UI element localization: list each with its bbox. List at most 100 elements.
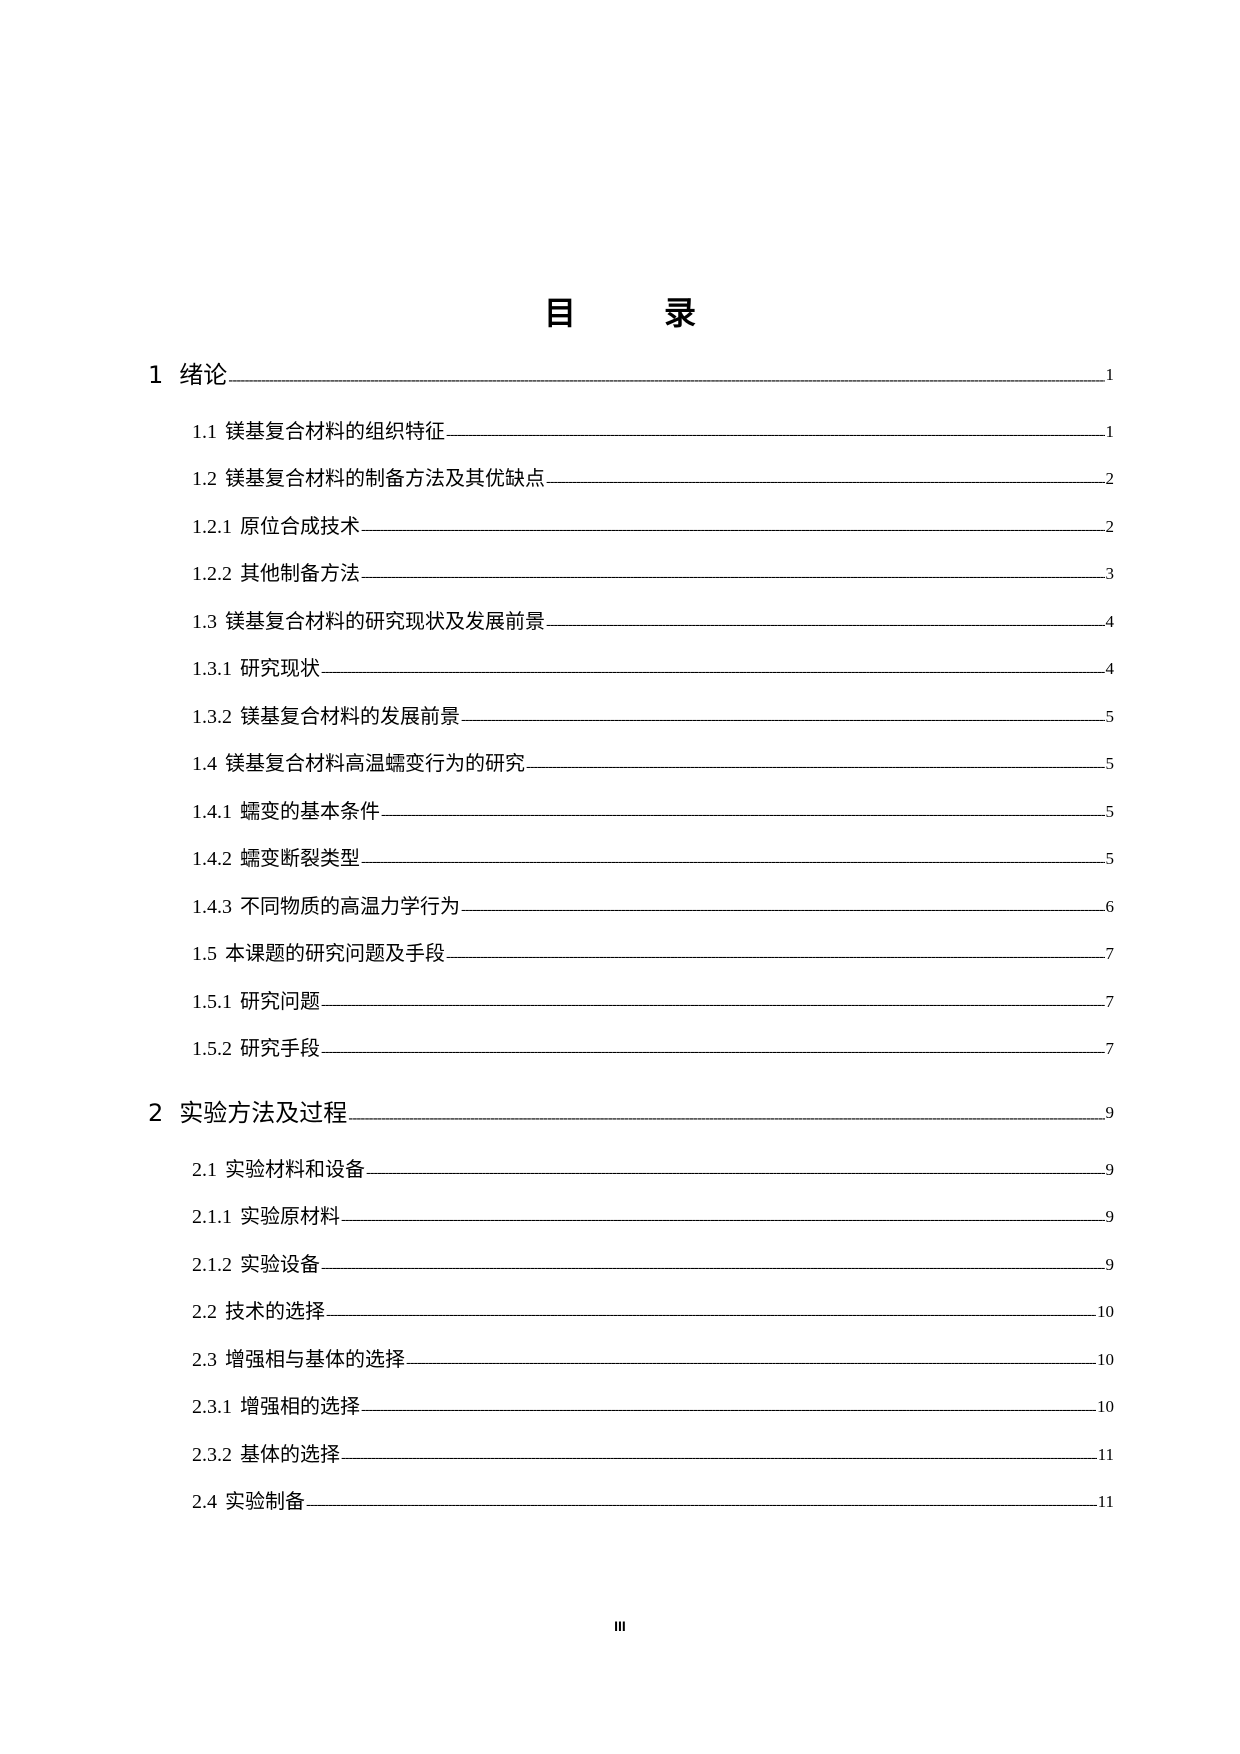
toc-row-2-1-1[interactable]: 2.1.1 实验原材料 9	[192, 1203, 1114, 1231]
toc-leader	[228, 374, 1104, 392]
toc-row-1-4[interactable]: 1.4 镁基复合材料高温蠕变行为的研究 5	[192, 750, 1114, 778]
toc-page-number: 1	[1105, 365, 1115, 384]
toc-page-number: 1	[1105, 422, 1115, 441]
toc-leader	[461, 903, 1105, 921]
toc-number: 1.4.1	[192, 801, 232, 823]
toc-text: 镁基复合材料的研究现状及发展前景	[225, 609, 545, 633]
toc-text: 本课题的研究问题及手段	[225, 941, 445, 965]
toc-text: 原位合成技术	[240, 514, 360, 538]
toc-text: 蠕变断裂类型	[240, 846, 360, 870]
toc-page-number: 9	[1105, 1207, 1115, 1226]
toc-leader	[361, 855, 1105, 873]
toc-label: 1.1 镁基复合材料的组织特征	[192, 418, 445, 446]
toc-number: 2.1.1	[192, 1206, 232, 1228]
toc-text: 研究手段	[240, 1036, 320, 1060]
toc-leader	[361, 1403, 1096, 1421]
toc-page-number: 5	[1105, 754, 1115, 773]
toc-page-number: 5	[1105, 802, 1115, 821]
toc-leader	[446, 428, 1105, 446]
toc-label: 1.2.2 其他制备方法	[192, 560, 360, 588]
toc-row-1[interactable]: 1绪论 1	[148, 358, 1114, 392]
toc-leader	[348, 1112, 1104, 1130]
toc-text: 其他制备方法	[240, 561, 360, 585]
toc-text: 镁基复合材料高温蠕变行为的研究	[225, 751, 525, 775]
toc-number: 2.3	[192, 1349, 217, 1371]
toc-leader	[321, 665, 1105, 683]
toc-number: 1.5.1	[192, 991, 232, 1013]
toc-text: 绪论	[179, 361, 228, 389]
toc-leader	[526, 760, 1105, 778]
toc-page-number: 11	[1097, 1492, 1114, 1511]
toc-text: 实验原材料	[240, 1204, 340, 1228]
toc-text: 研究问题	[240, 989, 320, 1013]
toc-text: 不同物质的高温力学行为	[240, 894, 460, 918]
toc-text: 镁基复合材料的制备方法及其优缺点	[225, 466, 545, 490]
toc-leader	[326, 1308, 1096, 1326]
toc-text: 实验方法及过程	[179, 1099, 348, 1127]
toc-page-number: 5	[1105, 707, 1115, 726]
toc-text: 镁基复合材料的组织特征	[225, 419, 445, 443]
toc-text: 技术的选择	[225, 1299, 325, 1323]
toc-number: 1.5.2	[192, 1038, 232, 1060]
toc-text: 基体的选择	[240, 1442, 340, 1466]
toc-label: 2.3.2 基体的选择	[192, 1441, 340, 1469]
toc-text: 实验材料和设备	[225, 1157, 365, 1181]
toc-leader	[546, 618, 1105, 636]
toc-page-number: 10	[1097, 1397, 1114, 1416]
toc-number: 1.4	[192, 753, 217, 775]
toc-page-number: 4	[1105, 659, 1115, 678]
toc-label: 1.4 镁基复合材料高温蠕变行为的研究	[192, 750, 525, 778]
toc-page-number: 9	[1105, 1255, 1115, 1274]
toc-row-1-1[interactable]: 1.1 镁基复合材料的组织特征 1	[192, 418, 1114, 446]
toc-leader	[321, 1261, 1105, 1279]
toc-number: 1.4.3	[192, 896, 232, 918]
toc-leader	[321, 998, 1105, 1016]
toc-page-number: 10	[1097, 1302, 1114, 1321]
toc-page-number: 9	[1105, 1103, 1115, 1122]
toc-leader	[366, 1166, 1105, 1184]
toc-page-number: 10	[1097, 1350, 1114, 1369]
toc-label: 1.5 本课题的研究问题及手段	[192, 940, 445, 968]
toc-leader	[461, 713, 1105, 731]
toc-leader	[306, 1498, 1097, 1516]
toc-number: 1.3.2	[192, 706, 232, 728]
toc-number: 2.3.2	[192, 1444, 232, 1466]
toc-label: 1.5.2 研究手段	[192, 1035, 320, 1063]
toc-number: 1.2	[192, 468, 217, 490]
toc-number: 1.2.2	[192, 563, 232, 585]
toc-page-number: 4	[1105, 612, 1115, 631]
toc-number: 1.5	[192, 943, 217, 965]
toc-number: 1.1	[192, 421, 217, 443]
toc-number: 1.3.1	[192, 658, 232, 680]
footer-page-number: III	[614, 1618, 626, 1634]
